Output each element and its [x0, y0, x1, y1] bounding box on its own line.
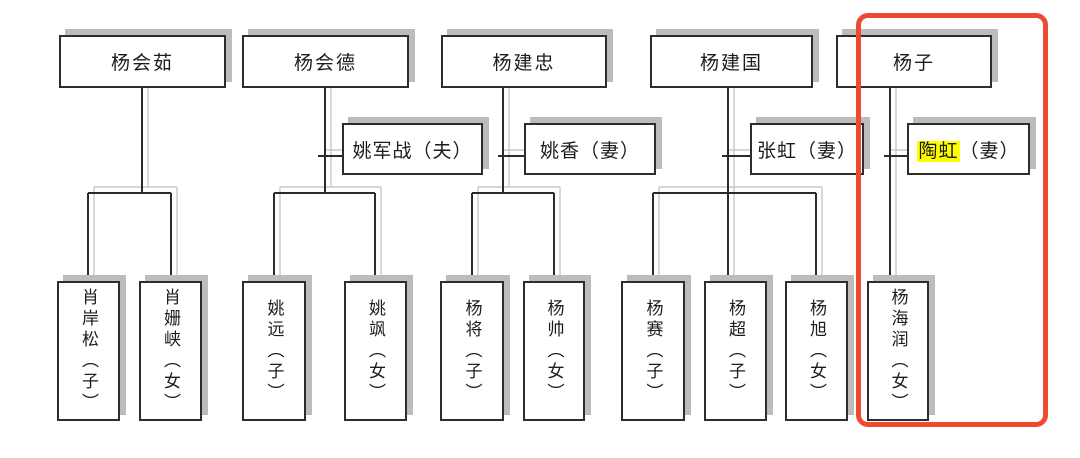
family-2-child-2-box: 姚飒（女） [344, 281, 407, 421]
family-4-parent-label: 杨建国 [699, 53, 763, 74]
family-3-child-2-label: 杨帅（女） [544, 298, 564, 404]
family-2-spouse-box: 姚军战（夫） [342, 123, 483, 175]
family-3-child-1-box: 杨将（子） [440, 281, 504, 421]
family-4-child-3-label: 杨旭（女） [807, 298, 826, 404]
family-5-parent-box: 杨子 [836, 35, 992, 88]
family-1-child-2-box: 肖姗峡（女） [139, 281, 202, 421]
family-3-parent-label: 杨建忠 [492, 53, 556, 74]
highlighted-spouse-name: 陶虹 [917, 140, 960, 162]
family-5-spouse-box: 陶虹（妻） [907, 123, 1030, 175]
family-1-parent-box: 杨会茹 [59, 35, 226, 88]
family-3-spouse-box: 姚香（妻） [524, 123, 656, 175]
family-2-spouse-label: 姚军战（夫） [352, 140, 473, 162]
family-4-child-2-label: 杨超（子） [726, 298, 745, 404]
family-4-spouse-box: 张虹（妻） [750, 123, 864, 175]
family-3-child-1-label: 杨将（子） [462, 298, 482, 404]
family-5-spouse-label: 陶虹（妻） [917, 136, 1019, 163]
family-4-child-1-box: 杨赛（子） [621, 281, 685, 421]
family-2-parent-label: 杨会德 [293, 53, 357, 74]
connector-main-lines [87, 86, 907, 281]
family-5-spouse-suffix: （妻） [959, 140, 1020, 162]
family-2-child-2-label: 姚飒（女） [366, 298, 385, 404]
connector-echo-lines [93, 80, 913, 275]
family-5-parent-label: 杨子 [892, 53, 935, 74]
family-5-child-1-box: 杨海润（女） [867, 281, 929, 421]
family-4-child-2-box: 杨超（子） [704, 281, 767, 421]
family-1-child-1-label: 肖岸松（子） [79, 288, 98, 414]
family-2-parent-box: 杨会德 [242, 35, 409, 88]
family-4-child-1-label: 杨赛（子） [643, 298, 663, 404]
family-3-spouse-label: 姚香（妻） [539, 140, 640, 162]
family-1-child-2-label: 肖姗峡（女） [161, 288, 180, 414]
family-4-child-3-box: 杨旭（女） [785, 281, 848, 421]
family-4-parent-box: 杨建国 [650, 35, 813, 88]
family-1-child-1-box: 肖岸松（子） [57, 281, 120, 421]
family-1-parent-label: 杨会茹 [110, 53, 174, 74]
family-5-child-1-label: 杨海润（女） [888, 288, 908, 414]
family-4-spouse-label: 张虹（妻） [756, 140, 857, 162]
family-3-parent-box: 杨建忠 [441, 35, 607, 88]
family-2-child-1-label: 姚远（子） [264, 298, 284, 404]
family-3-child-2-box: 杨帅（女） [523, 281, 585, 421]
family-2-child-1-box: 姚远（子） [242, 281, 306, 421]
